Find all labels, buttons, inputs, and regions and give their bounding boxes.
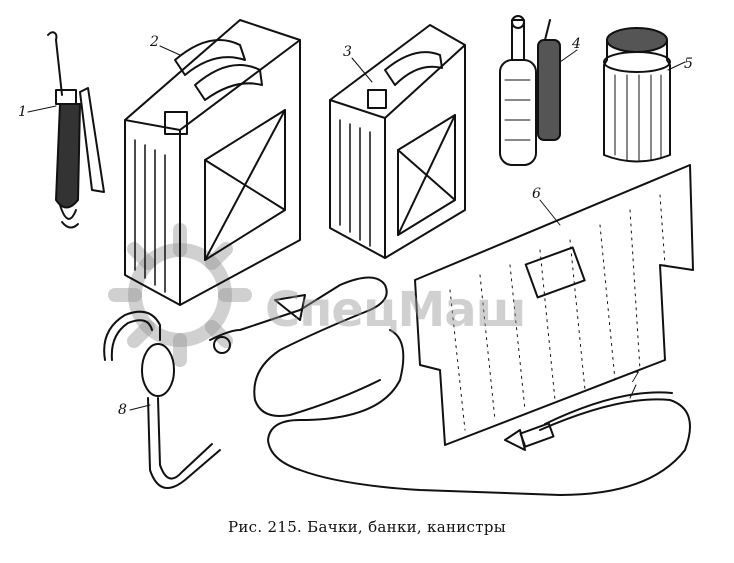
label-2: 2 [150, 34, 159, 50]
label-5: 5 [684, 56, 693, 72]
item-6-panel [414, 164, 694, 446]
label-1: 1 [18, 104, 27, 120]
item-2-jerrycan-large [124, 19, 301, 306]
label-leaders [27, 45, 686, 411]
item-8-pump-hose [103, 310, 221, 489]
label-3: 3 [343, 44, 352, 60]
label-7: 7 [630, 370, 639, 386]
label-4: 4 [572, 36, 581, 52]
figure-caption: Рис. 215. Бачки, банки, канистры [227, 518, 507, 536]
item-1-grease-gun [47, 31, 105, 229]
item-3-jerrycan-small [329, 24, 466, 259]
watermark-text: СпецМаш [265, 282, 527, 338]
siphon-hose [209, 276, 388, 417]
item-5-jar [603, 27, 671, 163]
item-7-hose [267, 329, 691, 496]
label-6: 6 [532, 186, 541, 202]
label-8: 8 [118, 402, 127, 418]
item-4-oil-cans [499, 15, 561, 166]
